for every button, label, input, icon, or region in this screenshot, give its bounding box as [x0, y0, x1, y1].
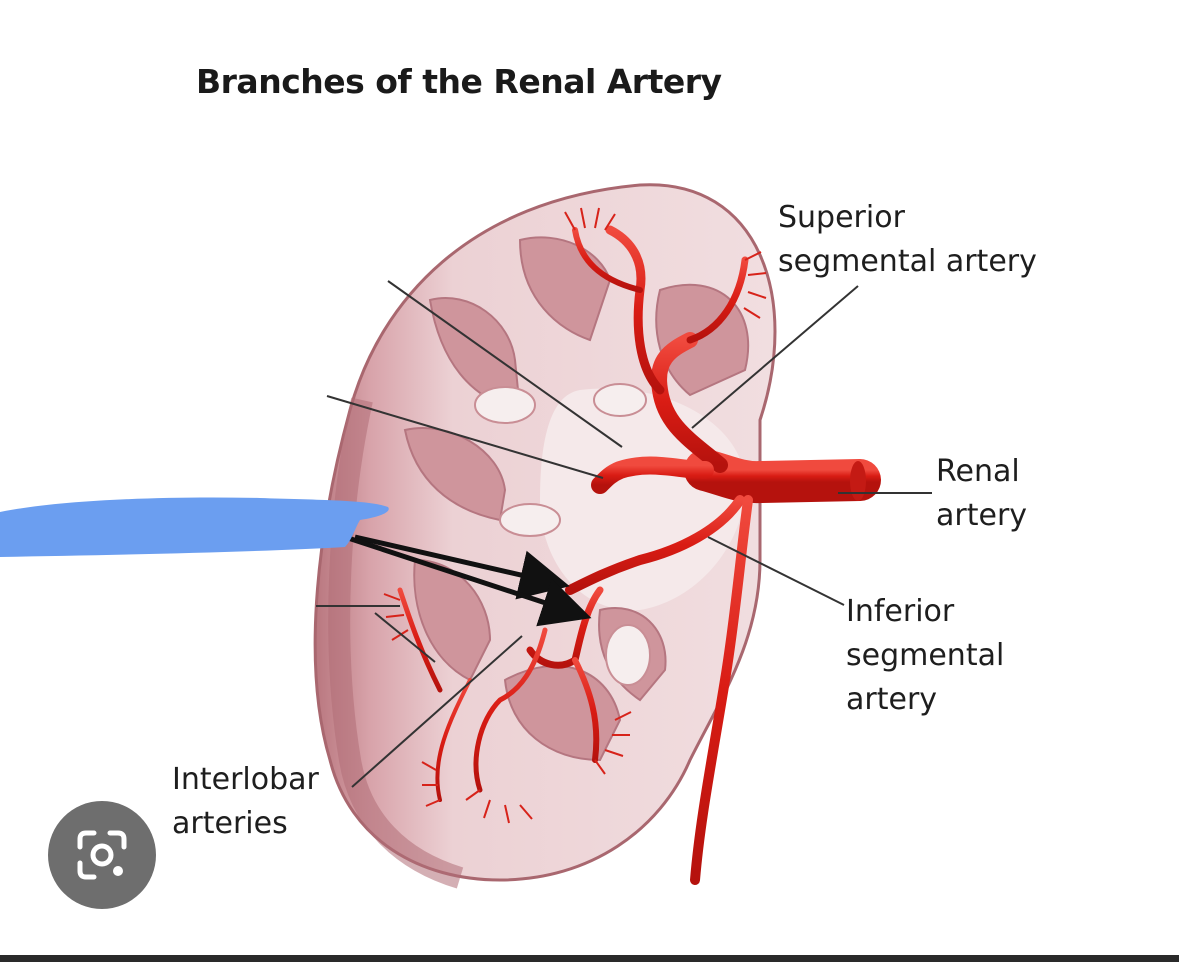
label-line: artery: [936, 498, 1028, 533]
label-line: Superior: [778, 200, 905, 235]
label-line: segmental artery: [778, 244, 1037, 279]
diagram-title: Branches of the Renal Artery: [196, 62, 722, 101]
label-line: Renal: [936, 454, 1020, 489]
bottom-divider: [0, 955, 1179, 962]
label-interlobar-arteries: Interlobar arteries: [172, 758, 319, 846]
leader-lines: [316, 280, 932, 788]
label-line: Inferior: [846, 594, 955, 629]
label-inferior-segmental-artery: Inferior segmental artery: [846, 590, 1004, 722]
label-line: Interlobar: [172, 762, 319, 797]
google-lens-icon: [77, 830, 127, 880]
highlighter-mark: [0, 497, 389, 557]
label-line: arteries: [172, 806, 288, 841]
renal-artery-tree: [397, 225, 881, 885]
arcuate-branchlets: [383, 207, 767, 824]
google-lens-button[interactable]: [48, 801, 156, 909]
label-line: artery: [846, 682, 938, 717]
label-superior-segmental-artery: Superior segmental artery: [778, 196, 1037, 284]
label-line: segmental: [846, 638, 1005, 673]
annotation-arrows: [344, 534, 592, 627]
label-renal-artery: Renal artery: [936, 450, 1027, 538]
calyces: [474, 383, 651, 686]
